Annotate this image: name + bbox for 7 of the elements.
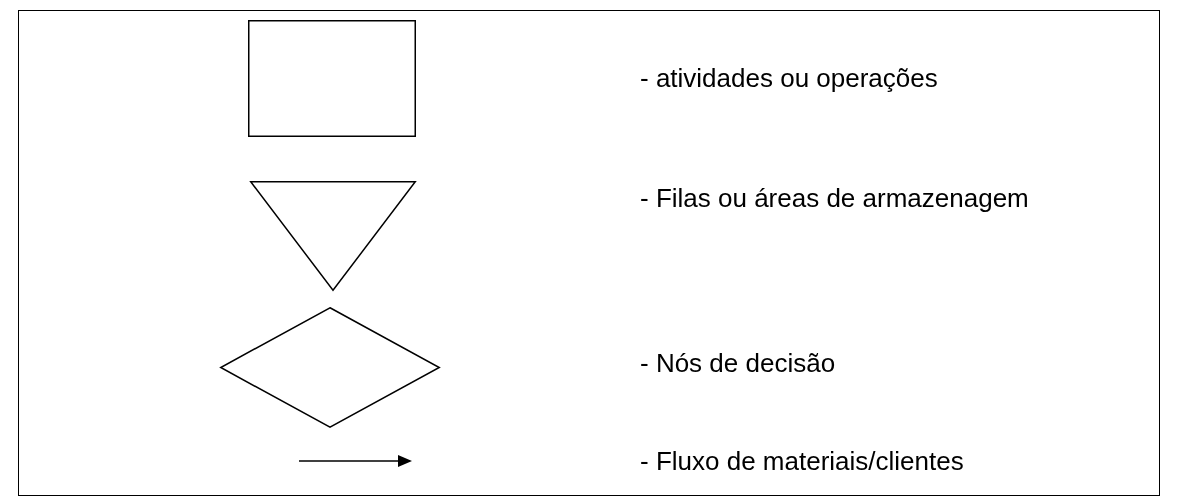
rectangle-symbol xyxy=(248,20,416,137)
legend-text: - Nós de decisão xyxy=(640,348,836,378)
legend-text: - Fluxo de materiais/clientes xyxy=(640,446,964,476)
legend-text: - Filas ou áreas de armazenagem xyxy=(640,183,1029,213)
triangle-symbol xyxy=(249,181,417,292)
diamond-symbol xyxy=(219,306,441,429)
legend-text: - atividades ou operações xyxy=(640,63,938,93)
